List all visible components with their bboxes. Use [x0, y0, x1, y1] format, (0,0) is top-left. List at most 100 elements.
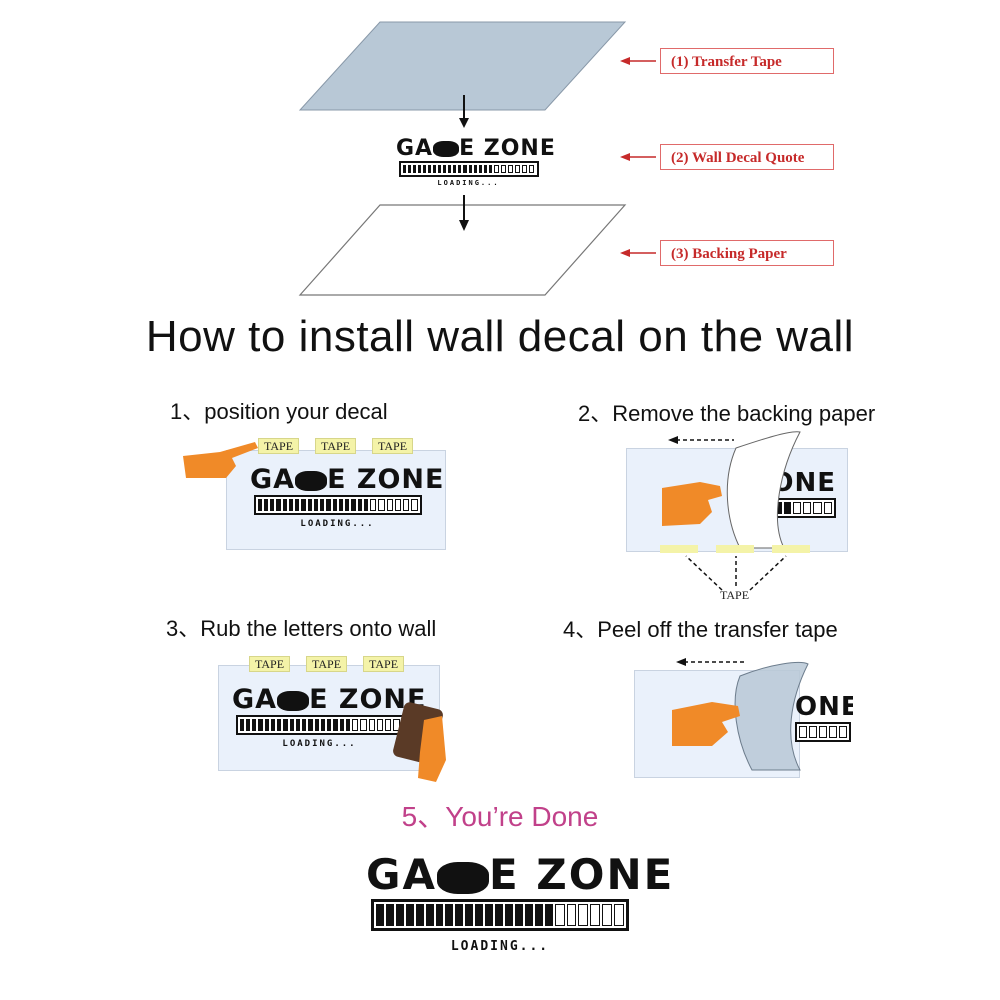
progress-segment	[270, 719, 275, 731]
progress-segment	[264, 719, 269, 731]
progress-segment	[320, 719, 325, 731]
progress-segment	[508, 165, 514, 173]
progress-segment	[524, 904, 533, 926]
progress-segment	[468, 165, 472, 173]
backing-paper-sheet	[298, 204, 627, 296]
progress-segment	[277, 719, 282, 731]
progress-segment	[602, 904, 613, 926]
progress-segment	[435, 904, 444, 926]
progress-segment	[352, 719, 359, 731]
gamepad-icon	[436, 861, 489, 894]
progress-segment	[478, 165, 482, 173]
progress-segment	[453, 165, 457, 173]
step-3-tape-3: TAPE	[363, 656, 405, 672]
progress-segment	[270, 499, 275, 511]
progress-segment	[402, 165, 406, 173]
progress-segment	[412, 165, 416, 173]
progress-segment	[370, 499, 377, 511]
progress-segment	[376, 904, 384, 926]
step-3-tape-1: TAPE	[249, 656, 291, 672]
progress-segment	[483, 165, 487, 173]
progress-segment	[425, 904, 434, 926]
progress-segment	[534, 904, 543, 926]
progress-segment	[566, 904, 577, 926]
progress-segment	[326, 499, 331, 511]
page-title: How to install wall decal on the wall	[145, 312, 855, 361]
layer-diagram	[298, 21, 656, 296]
progress-segment	[458, 165, 462, 173]
progress-segment	[368, 719, 375, 731]
progress-segment	[252, 719, 257, 731]
step-3-tape-2: TAPE	[306, 656, 348, 672]
tape-pointer-lines	[685, 555, 787, 591]
loading-progress-bar	[371, 899, 629, 931]
progress-segment	[463, 165, 467, 173]
progress-segment	[263, 499, 268, 511]
progress-segment	[327, 719, 332, 731]
progress-segment	[514, 904, 523, 926]
progress-segment	[438, 165, 442, 173]
progress-segment	[357, 499, 362, 511]
step-1-tape-2: TAPE	[315, 438, 357, 454]
progress-segment	[283, 719, 288, 731]
step-4-decal-partial: ONE	[795, 692, 853, 742]
progress-segment	[345, 719, 350, 731]
progress-segment	[554, 904, 565, 926]
progress-segment	[295, 499, 300, 511]
progress-segment	[475, 904, 484, 926]
progress-segment	[443, 165, 447, 173]
progress-segment	[314, 719, 319, 731]
progress-segment	[432, 165, 437, 173]
progress-segment	[504, 904, 513, 926]
partial-progress-bar	[795, 722, 851, 742]
progress-segment	[239, 719, 244, 731]
label-wall-decal-quote: (2) Wall Decal Quote	[660, 144, 834, 170]
progress-segment	[422, 165, 426, 173]
progress-segment	[351, 499, 356, 511]
progress-segment	[313, 499, 318, 511]
progress-segment	[544, 904, 553, 926]
done-title: 5、You’re Done	[401, 801, 599, 832]
progress-segment	[515, 165, 521, 173]
partial-progress-bar	[772, 498, 836, 518]
progress-segment	[339, 719, 344, 731]
progress-segment	[578, 904, 589, 926]
progress-segment	[395, 904, 404, 926]
progress-segment	[465, 904, 474, 926]
progress-segment	[427, 165, 431, 173]
progress-segment	[302, 719, 307, 731]
progress-segment	[289, 719, 294, 731]
progress-segment	[495, 904, 503, 926]
gamepad-icon	[277, 690, 310, 711]
progress-segment	[288, 499, 293, 511]
step-1-title: 1、position your decal	[170, 399, 388, 424]
gamepad-icon	[433, 141, 460, 157]
progress-segment	[385, 719, 392, 731]
step-2-decal-partial: ONE	[770, 468, 836, 518]
step-1-tape-1: TAPE	[258, 438, 300, 454]
step-4-panel	[634, 670, 800, 778]
progress-segment	[245, 719, 250, 731]
progress-segment	[394, 499, 401, 511]
progress-segment	[385, 904, 394, 926]
step-2-title: 2、Remove the backing paper	[578, 401, 876, 426]
progress-segment	[455, 904, 464, 926]
down-arrow	[459, 95, 469, 231]
progress-segment	[345, 499, 350, 511]
step-4-title: 4、Peel off the transfer tape	[563, 617, 838, 642]
progress-segment	[282, 499, 287, 511]
label-backing-paper: (3) Backing Paper	[660, 240, 834, 266]
progress-segment	[590, 904, 601, 926]
step-1-tape-3: TAPE	[372, 438, 414, 454]
step-3-title: 3、Rub the letters onto wall	[166, 616, 437, 641]
progress-segment	[485, 904, 494, 926]
step-2-tape-note: TAPE	[720, 588, 750, 602]
progress-segment	[445, 904, 454, 926]
progress-segment	[393, 719, 400, 731]
progress-segment	[320, 499, 325, 511]
progress-segment	[415, 904, 424, 926]
